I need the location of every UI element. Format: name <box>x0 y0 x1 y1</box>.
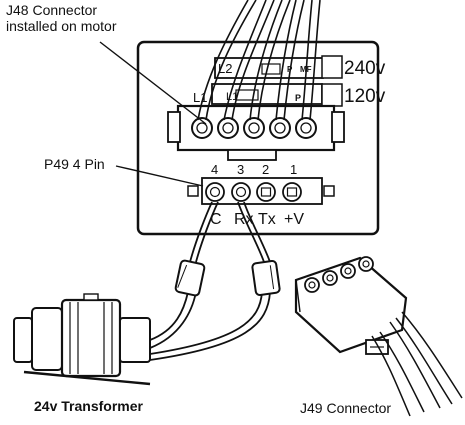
j48-connector <box>167 104 345 161</box>
p49-pin-2 <box>256 182 276 202</box>
p49-pin-3 <box>231 182 251 202</box>
label-120v: 120v <box>344 86 386 107</box>
p49-callout: P49 4 Pin <box>44 156 105 172</box>
p49-header: 4 3 2 1 C Rx Tx +V <box>187 162 335 228</box>
transformer-caption: 24v Transformer <box>34 398 143 414</box>
p49-pin-1 <box>282 182 302 202</box>
p49-signal-label: Tx <box>258 211 276 228</box>
j48-pin <box>269 117 291 139</box>
p49-pin-number: 1 <box>290 162 297 177</box>
j48-pin <box>295 117 317 139</box>
p49-pin-4 <box>205 182 225 202</box>
j48-callout-line2: installed on motor <box>6 18 117 34</box>
p49-signal-label: +V <box>284 211 304 228</box>
ferrite-bead <box>174 259 206 297</box>
p49-pin-number: 4 <box>211 162 218 177</box>
j48-pin <box>191 117 213 139</box>
transformer <box>13 293 151 386</box>
p49-pin-number: 2 <box>262 162 269 177</box>
j48-wire-bundle <box>197 0 321 121</box>
voltage-selector: 240v 120v L2 MF P L1 L1 P <box>193 55 386 107</box>
p49-pin-number: 3 <box>237 162 244 177</box>
label-240v: 240v <box>344 58 386 79</box>
j49-connector <box>294 256 463 417</box>
j48-pin <box>217 117 239 139</box>
j48-pin <box>243 117 265 139</box>
j49-caption: J49 Connector <box>300 400 392 416</box>
strip-label-p-lower: P <box>295 93 301 103</box>
transformer-wires <box>149 201 271 361</box>
j48-callout-line1: J48 Connector <box>6 2 98 18</box>
p49-signal-label: C <box>210 211 222 228</box>
ferrite-bead <box>251 260 281 296</box>
callout-leaders <box>99 41 207 187</box>
